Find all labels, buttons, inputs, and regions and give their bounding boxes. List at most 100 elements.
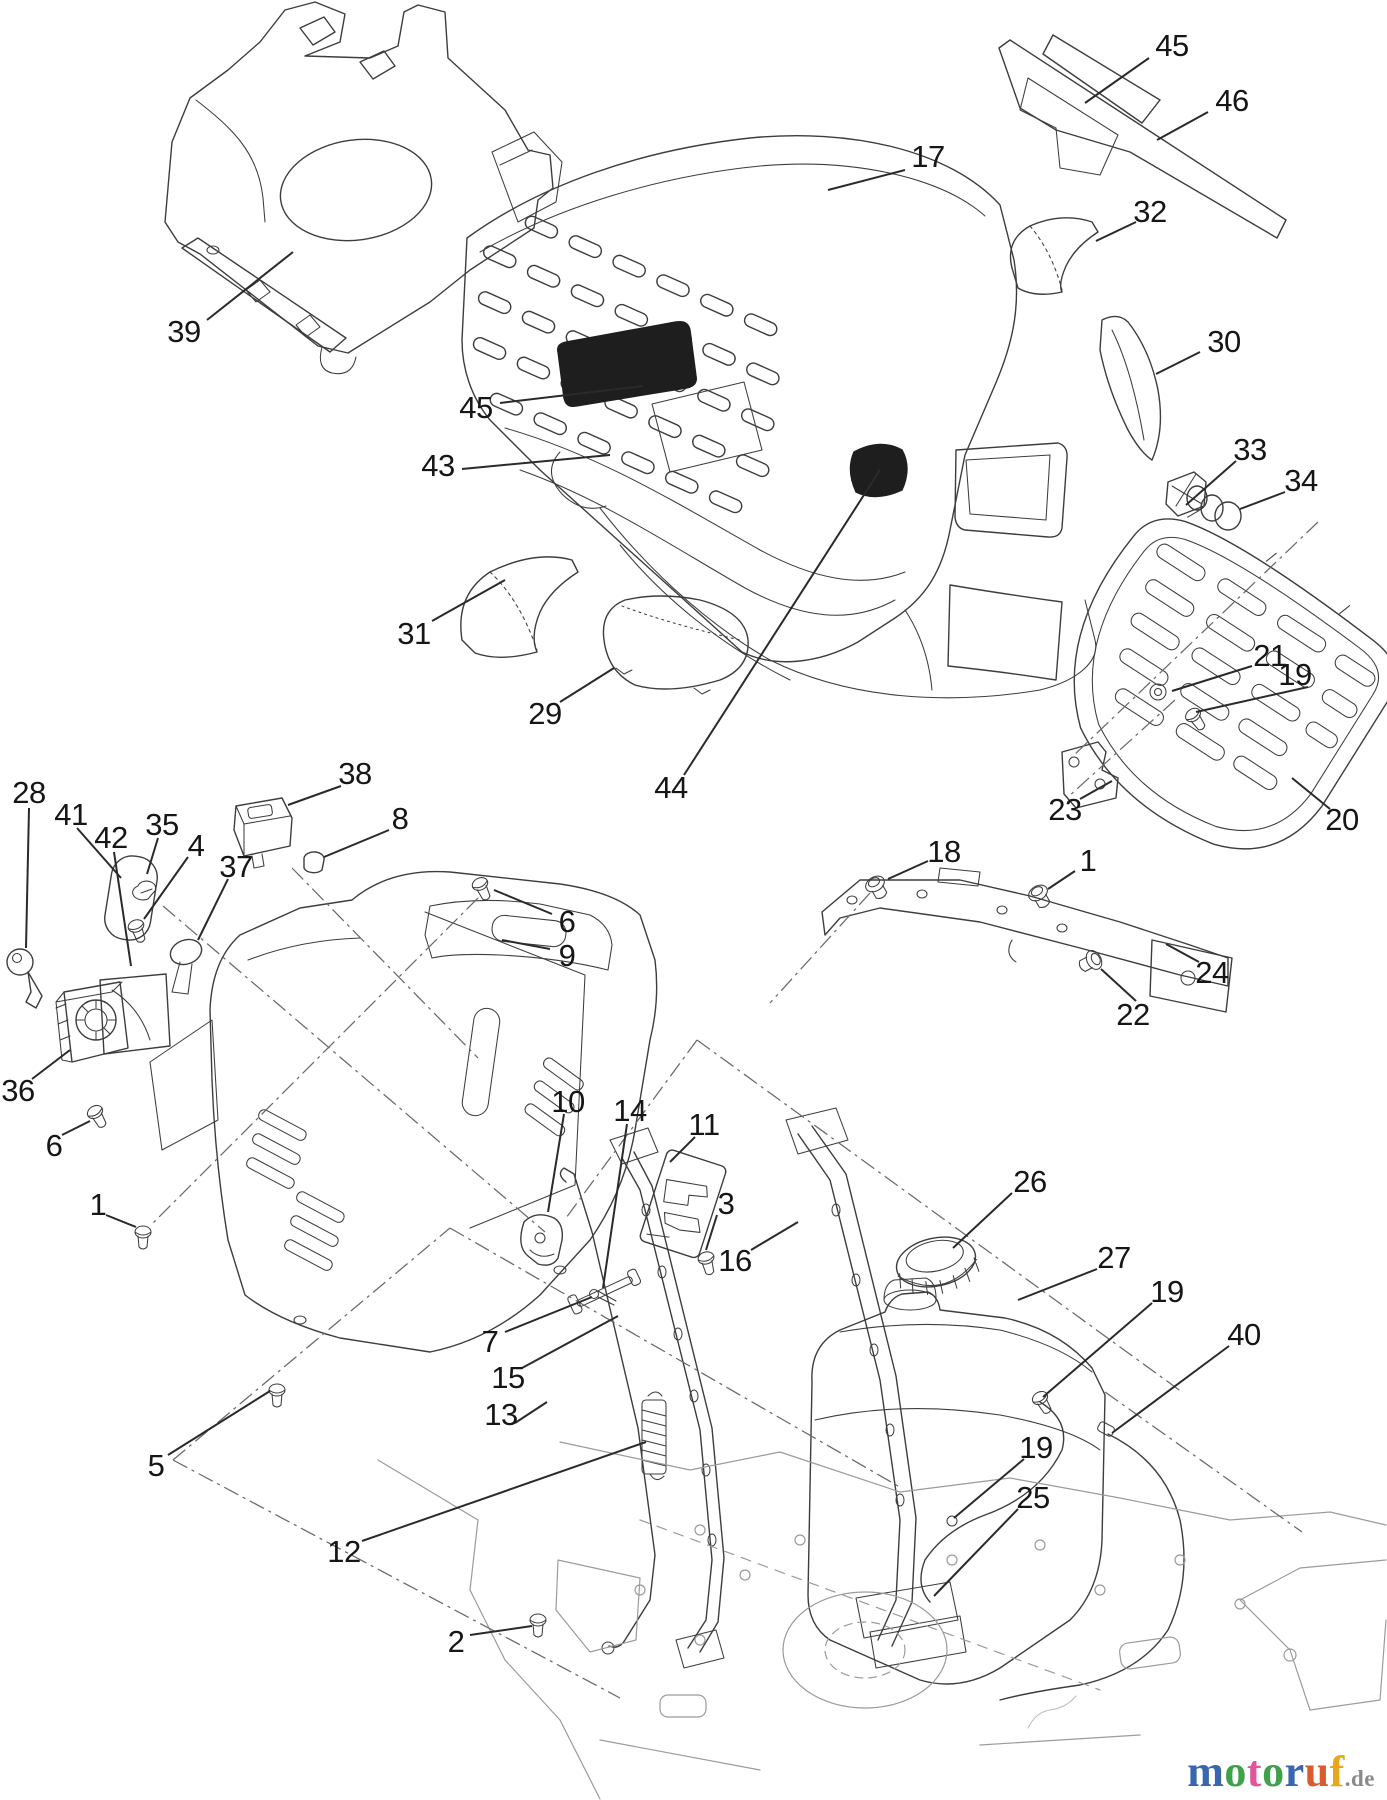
part-46-trim-strip <box>998 39 1287 239</box>
leader-line-43 <box>461 454 611 470</box>
callout-1: 1 <box>1079 843 1097 878</box>
callout-19: 19 <box>1019 1430 1053 1465</box>
callout-11: 11 <box>688 1107 720 1142</box>
leader-line-19 <box>953 1458 1025 1519</box>
callout-39: 39 <box>167 314 201 349</box>
leader-line-26 <box>952 1192 1013 1249</box>
part-27-fuel-tank <box>807 1277 1106 1685</box>
part-13-rod <box>559 1167 656 1655</box>
callout-21: 21 <box>1253 638 1287 673</box>
callout-37: 37 <box>219 849 253 884</box>
leader-line-4 <box>143 856 189 920</box>
watermark-letter: m <box>1187 1747 1225 1796</box>
callout-18: 18 <box>927 834 961 869</box>
leader-line-34 <box>1239 491 1286 510</box>
part-30-side-trim <box>1099 315 1162 461</box>
callout-2: 2 <box>447 1624 465 1659</box>
part-17-hood <box>461 135 1097 699</box>
part-15-tank-strap-front <box>609 1127 725 1669</box>
leader-line-12 <box>361 1441 647 1542</box>
callout-34: 34 <box>1284 463 1318 498</box>
callout-6: 6 <box>558 904 576 939</box>
part-10-latch <box>520 1214 564 1266</box>
watermark-letters: motoruf <box>1187 1747 1344 1796</box>
watermark-letter: o <box>1224 1747 1247 1796</box>
part-33-bulb-socket <box>1165 471 1208 517</box>
callout-13: 13 <box>484 1397 518 1432</box>
callout-40: 40 <box>1227 1317 1261 1352</box>
callout-30: 30 <box>1207 324 1241 359</box>
part-8-cap <box>303 851 325 874</box>
callout-10: 10 <box>551 1084 585 1119</box>
callout-22: 22 <box>1116 997 1150 1032</box>
leader-line-45 <box>1084 57 1150 104</box>
part-28-key <box>6 948 43 1009</box>
callout-32: 32 <box>1133 194 1167 229</box>
leader-line-39 <box>206 251 294 321</box>
watermark-suffix: .de <box>1344 1766 1375 1791</box>
leader-line-1 <box>1047 870 1076 890</box>
leader-line-5 <box>167 1390 271 1456</box>
callout-6: 6 <box>45 1128 63 1163</box>
leader-line-45 <box>499 385 644 404</box>
callout-3: 3 <box>717 1186 735 1221</box>
callout-26: 26 <box>1013 1164 1047 1199</box>
part-37-lever <box>169 938 203 995</box>
callout-25: 25 <box>1016 1480 1050 1515</box>
callout-41: 41 <box>54 797 88 832</box>
callout-45: 45 <box>1155 28 1189 63</box>
leader-line-19 <box>1042 1302 1153 1398</box>
watermark-logo: motoruf.de <box>1187 1750 1375 1794</box>
callout-19: 19 <box>1150 1274 1184 1309</box>
callout-36: 36 <box>1 1073 35 1108</box>
callout-23: 23 <box>1048 792 1082 827</box>
part-26-fuel-cap <box>895 1236 980 1295</box>
callout-29: 29 <box>528 696 562 731</box>
leader-line-44 <box>683 469 881 776</box>
leader-line-9 <box>501 939 551 950</box>
callout-35: 35 <box>145 807 179 842</box>
part-20-grille <box>1073 509 1387 850</box>
leader-line-2 <box>469 1625 533 1636</box>
part-36-ignition-switch <box>55 981 129 1063</box>
leader-line-16 <box>750 1221 799 1251</box>
part-42-decal <box>99 973 171 1055</box>
leader-line-21 <box>1171 665 1253 692</box>
leader-line-38 <box>287 785 342 806</box>
callout-4: 4 <box>187 828 205 863</box>
callout-28: 28 <box>12 775 46 810</box>
part-34-bulb <box>1200 494 1242 531</box>
callout-5: 5 <box>147 1448 165 1483</box>
leader-line-46 <box>1156 111 1209 141</box>
callout-38: 38 <box>338 756 372 791</box>
part-39-tank-cover <box>164 1 563 375</box>
callout-12: 12 <box>327 1534 361 1569</box>
assembly-axes <box>149 521 1319 1699</box>
leader-line-24 <box>1165 943 1200 963</box>
callout-9: 9 <box>558 938 576 973</box>
leader-line-36 <box>31 1049 71 1080</box>
leader-line-27 <box>1017 1268 1098 1301</box>
leader-line-22 <box>1100 968 1137 1002</box>
leader-line-20 <box>1291 777 1331 810</box>
part-12-spring <box>641 1391 667 1481</box>
part-32-corner-trim <box>1009 217 1099 295</box>
leader-line-19 <box>1195 686 1309 713</box>
watermark-letter: f <box>1329 1747 1345 1796</box>
leader-line-3 <box>705 1214 718 1251</box>
callout-46: 46 <box>1215 83 1249 118</box>
watermark-letter: t <box>1246 1747 1263 1796</box>
leader-line-37 <box>197 878 229 941</box>
leader-line-31 <box>431 579 506 622</box>
callout-20: 20 <box>1325 802 1359 837</box>
callout-17: 17 <box>911 139 945 174</box>
callout-15: 15 <box>491 1360 525 1395</box>
frame-chassis <box>377 1441 1387 1800</box>
leader-line-11 <box>669 1136 696 1163</box>
callout-24: 24 <box>1195 955 1229 990</box>
part-25-fuel-line <box>920 1401 1065 1603</box>
leader-line-15 <box>521 1315 619 1369</box>
